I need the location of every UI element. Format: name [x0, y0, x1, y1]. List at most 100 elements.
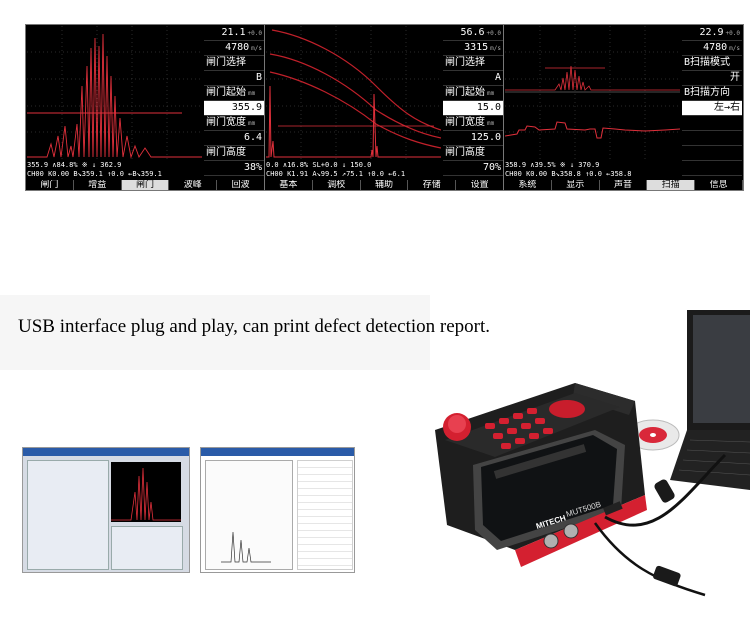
- report-screenshot: [200, 447, 355, 573]
- parameter-unit: m/s: [729, 45, 740, 52]
- parameter-unit: m/s: [490, 45, 501, 52]
- parameter-cell: 125.0: [443, 131, 503, 146]
- parameter-value: 闸门起始: [206, 87, 246, 98]
- menu-item[interactable]: 声音: [600, 180, 648, 190]
- parameter-value: B扫描方向: [684, 87, 731, 98]
- parameter-cell: [682, 146, 742, 161]
- parameter-cell: 闸门选择: [443, 56, 503, 71]
- menu-item[interactable]: 系统: [504, 180, 552, 190]
- parameter-value: 3315: [464, 42, 489, 53]
- parameter-cell: 56.6+0.0: [443, 26, 503, 41]
- parameter-cell: B扫描方向: [682, 86, 742, 101]
- window-titlebar: [23, 448, 189, 456]
- parameter-cell[interactable]: 15.0: [443, 101, 503, 116]
- parameter-cell: 闸门选择: [204, 56, 264, 71]
- probe-connector-1: [543, 533, 559, 549]
- parameter-value: 15.0: [476, 102, 501, 113]
- parameter-value: 38%: [243, 162, 262, 173]
- function-menu: 基本调校辅助存储设置: [265, 180, 504, 190]
- parameter-value: 125.0: [470, 132, 501, 143]
- function-menu: 系统显示声音扫描信息: [504, 180, 743, 190]
- status-line-1: 358.9 ∧39.5% ※ ↓ 370.9: [505, 161, 600, 169]
- parameter-cell: [682, 131, 742, 146]
- usb-port: [602, 501, 623, 516]
- menu-item[interactable]: 辅助: [361, 180, 409, 190]
- parameter-unit: +0.0: [247, 30, 262, 37]
- laptop: [670, 310, 750, 490]
- menu-item[interactable]: 增益: [74, 180, 122, 190]
- parameter-value: 闸门选择: [206, 57, 246, 68]
- menu-item[interactable]: 基本: [265, 180, 313, 190]
- status-line-1: 0.0 ∧16.8% SL+0.0 ↓ 150.0: [266, 161, 372, 169]
- parameter-value: 22.9: [699, 27, 724, 38]
- usb-cable: [604, 453, 727, 527]
- caption-background: [0, 295, 430, 370]
- menu-item[interactable]: 调校: [313, 180, 361, 190]
- parameter-value: B扫描模式: [684, 57, 731, 68]
- parameter-value: 闸门宽度: [206, 117, 246, 128]
- parameter-cell: 21.1+0.0: [204, 26, 264, 41]
- parameter-value: 闸门高度: [206, 147, 246, 158]
- window-titlebar: [201, 448, 354, 456]
- menu-item[interactable]: 信息: [695, 180, 743, 190]
- menu-item[interactable]: 存储: [408, 180, 457, 190]
- parameter-cell: B: [204, 71, 264, 86]
- parameter-cell: [682, 116, 742, 131]
- menu-item[interactable]: 设置: [456, 180, 504, 190]
- parameter-cell: A: [443, 71, 503, 86]
- parameter-value: 闸门选择: [445, 57, 485, 68]
- software-waveform-preview: [111, 462, 181, 522]
- parameter-cell: 闸门高度: [443, 146, 503, 161]
- ultrasonic-flaw-detector: MUT500B MITECH: [435, 383, 647, 567]
- parameter-cell: 闸门高度: [204, 146, 264, 161]
- parameter-cell[interactable]: 355.9: [204, 101, 264, 116]
- parameter-unit: mm: [487, 90, 495, 97]
- parameter-value: 开: [730, 72, 740, 83]
- parameter-unit: mm: [487, 120, 495, 127]
- feature-caption: USB interface plug and play, can print d…: [18, 316, 491, 337]
- menu-item[interactable]: 波峰: [169, 180, 218, 190]
- parameter-cell: 22.9+0.0: [682, 26, 742, 41]
- parameter-value: 70%: [482, 162, 501, 173]
- menu-item[interactable]: 闸门: [121, 180, 170, 190]
- parameter-cell: 38%: [204, 161, 264, 176]
- parameter-unit: +0.0: [486, 30, 501, 37]
- parameter-unit: mm: [248, 90, 256, 97]
- status-line-2: CH00 K1.91 A↘99.5 ↗75.1 ↑0.0 ←6.1: [266, 170, 406, 178]
- parameter-value: 闸门宽度: [445, 117, 485, 128]
- parameter-cell: 开: [682, 71, 742, 86]
- a-scan-waveform-1: [27, 26, 202, 159]
- status-line-1: 355.9 ∧84.8% ※ ↓ 362.9: [27, 161, 122, 169]
- menu-item[interactable]: 显示: [552, 180, 600, 190]
- parameter-value: 355.9: [231, 102, 262, 113]
- dac-curve-display: [266, 26, 441, 159]
- parameter-value: 4780: [225, 42, 250, 53]
- menu-item[interactable]: 扫描: [647, 180, 696, 190]
- menu-item[interactable]: 回波: [217, 180, 265, 190]
- parameter-value: 21.1: [221, 27, 246, 38]
- b-scan-display: [505, 26, 680, 159]
- device-laptop-illustration: MUT500B MITECH: [435, 310, 750, 597]
- parameter-value: 左→右: [713, 102, 740, 113]
- parameter-unit: mm: [248, 120, 256, 127]
- menu-item[interactable]: 闸门: [26, 180, 74, 190]
- parameter-value: 4780: [703, 42, 728, 53]
- status-line-2: CH00 K0.00 B↘359.1 ↑0.0 ←B↘359.1: [27, 170, 162, 178]
- parameter-value: A: [494, 72, 501, 83]
- parameter-value: 56.6: [460, 27, 485, 38]
- parameter-cell[interactable]: 左→右: [682, 101, 742, 116]
- parameter-value: 闸门起始: [445, 87, 485, 98]
